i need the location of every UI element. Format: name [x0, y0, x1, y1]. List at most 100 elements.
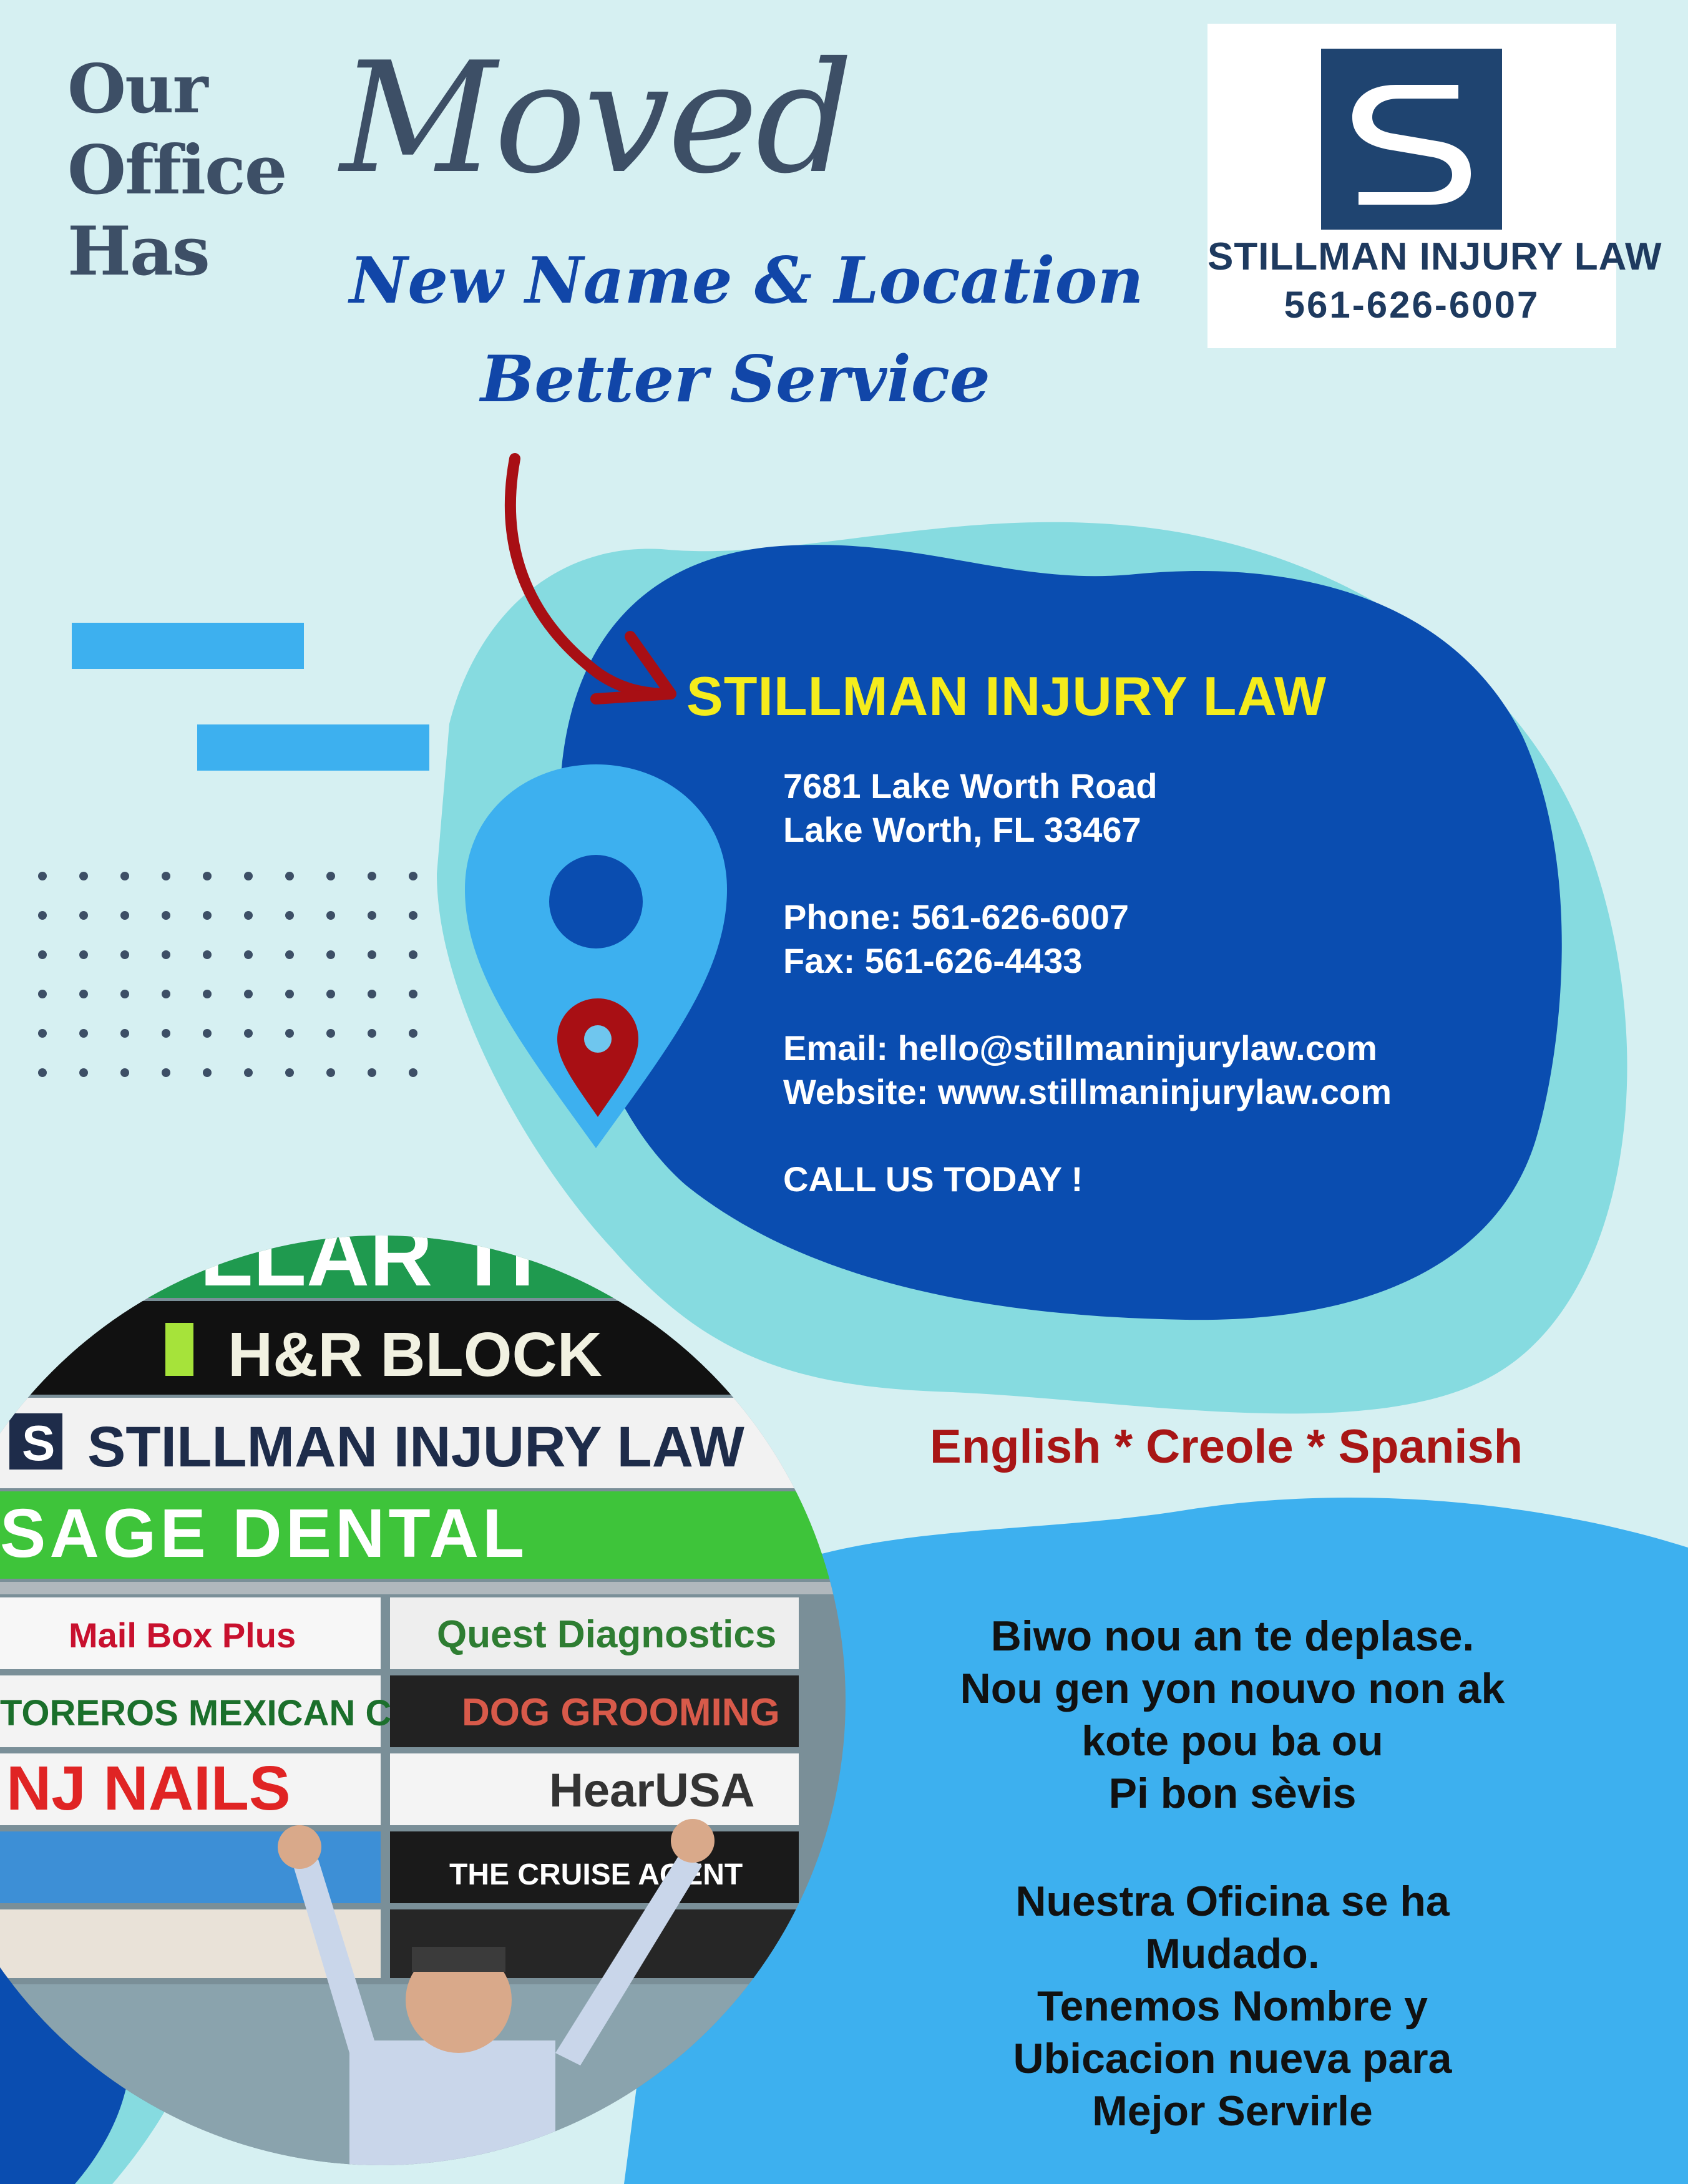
grid-dot	[368, 911, 376, 920]
creole-message: Biwo nou an te deplase. Nou gen yon nouv…	[880, 1610, 1585, 1820]
grid-dot	[162, 990, 170, 998]
grid-dot	[79, 872, 88, 880]
grid-dot	[368, 872, 376, 880]
grid-dot	[162, 1068, 170, 1077]
grid-dot	[162, 872, 170, 880]
logo-s-icon	[1321, 49, 1502, 230]
navy-blob	[559, 545, 1562, 1320]
headline-line-1: Our	[67, 50, 208, 129]
grid-dot	[244, 911, 253, 920]
dot-grid	[38, 872, 417, 1077]
sign-nj-nails: NJ NAILS	[6, 1753, 291, 1823]
sign-stillman: STILLMAN INJURY LAW	[87, 1415, 744, 1479]
logo-box: STILLMAN INJURY LAW 561-626-6007	[1207, 24, 1662, 348]
website-line[interactable]: Website: www.stillmaninjurylaw.com	[783, 1072, 1392, 1111]
grid-dot	[38, 950, 47, 959]
grid-dot	[409, 990, 417, 998]
grid-dot	[244, 1068, 253, 1077]
grid-dot	[368, 990, 376, 998]
grid-dot	[409, 872, 417, 880]
sign-cruise: THE CRUISE AGENT	[449, 1858, 743, 1891]
sign-hearusa: HearUSA	[549, 1764, 754, 1817]
sign-mailbox: Mail Box Plus	[69, 1616, 296, 1655]
grid-dot	[409, 950, 417, 959]
grid-dot	[409, 1029, 417, 1038]
grid-dot	[38, 1029, 47, 1038]
grid-dot	[120, 1068, 129, 1077]
grid-dot	[409, 1068, 417, 1077]
grid-dot	[285, 990, 294, 998]
subtitle-line-2: Better Service	[481, 342, 990, 417]
storefront-sign-photo: LLAR TI H&R BLOCK S STILLMAN INJURY LAW …	[0, 1217, 846, 2165]
grid-dot	[326, 1029, 335, 1038]
sign-dog-grooming: DOG GROOMING	[462, 1691, 780, 1734]
headline-small: Our Office Has	[67, 49, 287, 292]
grid-dot	[120, 911, 129, 920]
grid-dot	[120, 990, 129, 998]
grid-dot	[203, 872, 212, 880]
grid-dot	[326, 911, 335, 920]
grid-dot	[326, 872, 335, 880]
creole-line-4: Pi bon sèvis	[1108, 1770, 1357, 1817]
subtitle-line-1: New Name & Location	[349, 243, 1144, 318]
grid-dot	[162, 911, 170, 920]
headline-line-2: Office	[67, 131, 287, 210]
spanish-line-5: Mejor Servirle	[1092, 2087, 1373, 2135]
email-line[interactable]: Email: hello@stillmaninjurylaw.com	[783, 1028, 1377, 1068]
grid-dot	[244, 1029, 253, 1038]
call-us-line: CALL US TODAY !	[783, 1159, 1083, 1199]
pin-dot	[549, 855, 643, 948]
red-marker-icon	[557, 998, 638, 1117]
grid-dot	[285, 1068, 294, 1077]
grid-dot	[38, 1068, 47, 1077]
grid-dot	[203, 990, 212, 998]
phone-line[interactable]: Phone: 561-626-6007	[783, 897, 1129, 937]
spanish-message: Nuestra Oficina se ha Mudado. Tenemos No…	[880, 1875, 1585, 2137]
grid-dot	[368, 1029, 376, 1038]
grid-dot	[326, 950, 335, 959]
address-line-2: Lake Worth, FL 33467	[783, 810, 1141, 849]
languages-line: English * Creole * Spanish	[930, 1420, 1523, 1473]
grid-dot	[368, 950, 376, 959]
grid-dot	[38, 990, 47, 998]
grid-dot	[79, 911, 88, 920]
grid-dot	[285, 1029, 294, 1038]
grid-dot	[285, 950, 294, 959]
sign-quest: Quest Diagnostics	[437, 1613, 776, 1656]
grid-dot	[120, 950, 129, 959]
grid-dot	[120, 1029, 129, 1038]
grid-dot	[203, 911, 212, 920]
sign-hr-block: H&R BLOCK	[228, 1320, 602, 1390]
grid-dot	[285, 911, 294, 920]
svg-text:S: S	[22, 1415, 55, 1471]
grid-dot	[368, 1068, 376, 1077]
bottom-blob	[624, 1498, 1688, 2184]
grid-dot	[120, 872, 129, 880]
address-line-1: 7681 Lake Worth Road	[783, 766, 1158, 806]
creole-line-2: Nou gen yon nouvo non ak	[960, 1665, 1505, 1712]
grid-dot	[244, 990, 253, 998]
spanish-line-4: Ubicacion nueva para	[1013, 2035, 1452, 2082]
grid-dot	[79, 990, 88, 998]
firm-name: STILLMAN INJURY LAW	[686, 665, 1327, 727]
grid-dot	[244, 950, 253, 959]
spanish-line-3: Tenemos Nombre y	[1037, 1982, 1428, 2030]
grid-dot	[203, 1029, 212, 1038]
grid-dot	[79, 1068, 88, 1077]
logo-phone: 561-626-6007	[1284, 284, 1540, 326]
grid-dot	[79, 950, 88, 959]
decor-bar-top	[72, 623, 304, 669]
svg-text:LLAR TI: LLAR TI	[200, 1217, 535, 1304]
grid-dot	[38, 872, 47, 880]
grid-dot	[162, 1029, 170, 1038]
red-arrow-icon	[504, 453, 667, 700]
decor-bar-bottom	[197, 724, 429, 771]
grid-dot	[203, 1068, 212, 1077]
creole-line-3: kote pou ba ou	[1081, 1717, 1383, 1765]
grid-dot	[409, 911, 417, 920]
sign-sage-dental: SAGE DENTAL	[0, 1495, 528, 1572]
location-pin-icon	[465, 764, 727, 1148]
spanish-line-2: Mudado.	[1145, 1930, 1320, 1977]
grid-dot	[285, 872, 294, 880]
fax-line: Fax: 561-626-4433	[783, 941, 1083, 980]
